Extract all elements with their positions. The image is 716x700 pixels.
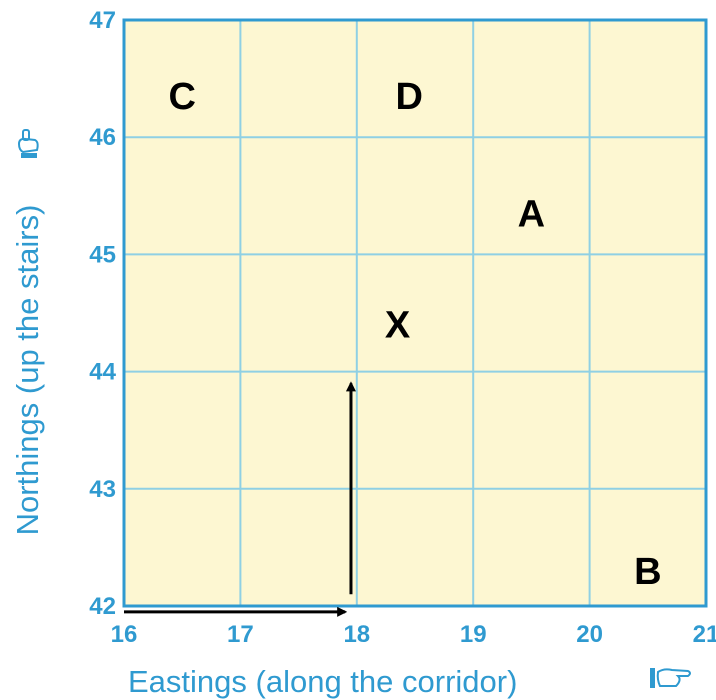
x-tick-label: 18 (343, 621, 370, 648)
grid-border (122, 18, 708, 608)
grid-point-a: A (518, 193, 545, 235)
grid-point-d: D (395, 76, 422, 118)
y-axis-title: Northings (up the stairs) (10, 205, 45, 536)
pointing-hand-up-icon (17, 129, 39, 158)
x-tick-label: 19 (460, 621, 487, 648)
axis-ticks: 16 17 18 19 20 21 42 43 44 45 46 47 (89, 7, 716, 648)
grid-background (124, 20, 706, 606)
y-tick-label: 42 (89, 593, 116, 620)
grid-point-b: B (634, 551, 661, 593)
x-tick-label: 20 (576, 621, 603, 648)
grid-point-c: C (168, 76, 195, 118)
y-axis-title-group: Northings (up the stairs) (10, 205, 45, 536)
direction-arrows (124, 381, 356, 617)
y-tick-label: 43 (89, 476, 116, 503)
grid-points: C D A X B (168, 76, 661, 593)
y-tick-label: 47 (89, 7, 116, 34)
pointing-hand-right-icon (650, 668, 691, 688)
y-tick-label: 45 (89, 241, 116, 268)
y-tick-label: 44 (89, 359, 116, 386)
x-tick-label: 17 (227, 621, 254, 648)
grid-point-x: X (385, 305, 411, 347)
map-grid (122, 18, 708, 608)
x-axis-title: Eastings (along the corridor) (128, 664, 517, 699)
y-tick-label: 46 (89, 124, 116, 151)
x-tick-label: 16 (111, 621, 138, 648)
x-tick-label: 21 (693, 621, 716, 648)
